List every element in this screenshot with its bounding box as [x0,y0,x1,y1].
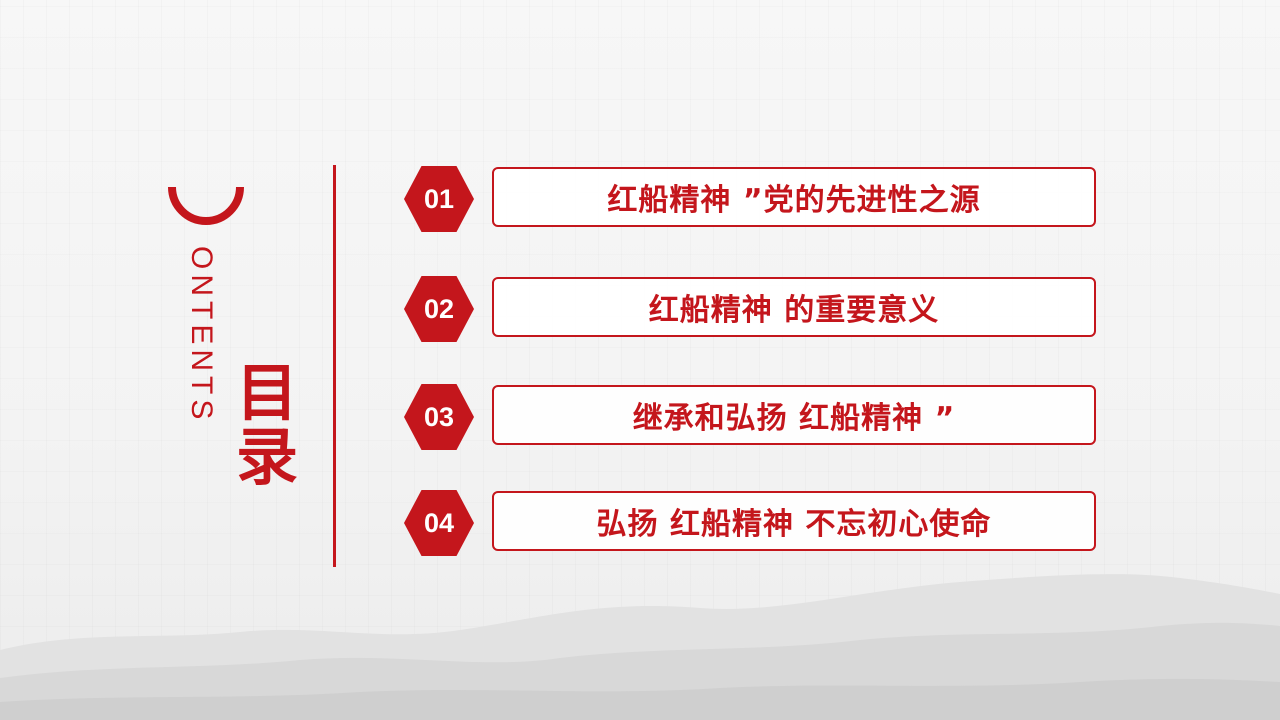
toc-number-badge: 01 [404,166,474,232]
toc-label: 红船精神 的重要意义 [648,293,940,328]
toc-label: 红船精神 ”党的先进性之源 [607,183,981,218]
toc-label-box[interactable]: 红船精神 的重要意义 [492,277,1096,337]
toc-label: 继承和弘扬 红船精神 ” [632,401,956,436]
contents-chinese-title: 目录 [225,360,298,488]
vertical-divider [333,165,336,567]
toc-item-03[interactable]: 03 继承和弘扬 红船精神 ” [404,384,1104,450]
toc-label-box[interactable]: 弘扬 红船精神 不忘初心使命 [492,491,1096,551]
contents-english-label: ONTENTS [185,246,218,425]
mountain-silhouette [0,574,1280,720]
toc-item-01[interactable]: 01 红船精神 ”党的先进性之源 [404,166,1104,232]
toc-number-badge: 02 [404,276,474,342]
toc-item-02[interactable]: 02 红船精神 的重要意义 [404,276,1104,342]
toc-label: 弘扬 红船精神 不忘初心使命 [596,507,992,542]
toc-number-badge: 03 [404,384,474,450]
contents-initial-c [168,186,244,225]
toc-item-04[interactable]: 04 弘扬 红船精神 不忘初心使命 [404,490,1104,556]
toc-label-box[interactable]: 继承和弘扬 红船精神 ” [492,385,1096,445]
toc-number-badge: 04 [404,490,474,556]
toc-label-box[interactable]: 红船精神 ”党的先进性之源 [492,167,1096,227]
